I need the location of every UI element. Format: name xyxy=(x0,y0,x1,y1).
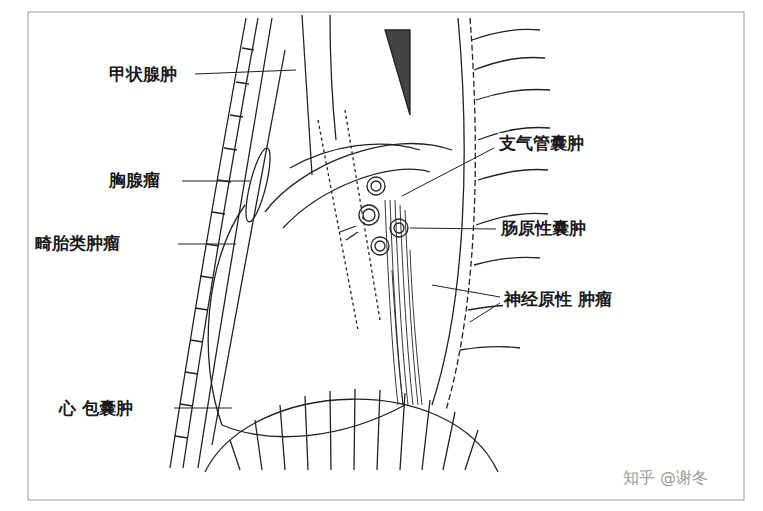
diaphragm xyxy=(205,389,498,472)
chest-wall xyxy=(170,18,285,468)
thymus xyxy=(241,146,275,224)
leader-lines xyxy=(174,70,500,408)
tumor-label: 畸胎类肿瘤 xyxy=(34,233,121,253)
aortic-arch xyxy=(265,143,452,228)
tumor-label: 心 包囊肿 xyxy=(58,398,134,418)
tumor-label: 肠原性囊肿 xyxy=(500,218,587,238)
cysts xyxy=(340,177,408,255)
tumor-label: 神经原性 肿瘤 xyxy=(503,289,613,309)
watermark: 知乎 @谢冬 xyxy=(622,468,709,488)
organ-label: 甲状腺肿 xyxy=(108,64,178,84)
frame xyxy=(28,12,744,500)
tumor-label: 支气管囊肿 xyxy=(498,133,585,153)
organ-label: 胸腺瘤 xyxy=(108,170,161,190)
trachea xyxy=(302,15,380,330)
heart xyxy=(208,205,405,437)
esophagus xyxy=(385,200,422,405)
spine-and-ribs xyxy=(385,18,550,410)
